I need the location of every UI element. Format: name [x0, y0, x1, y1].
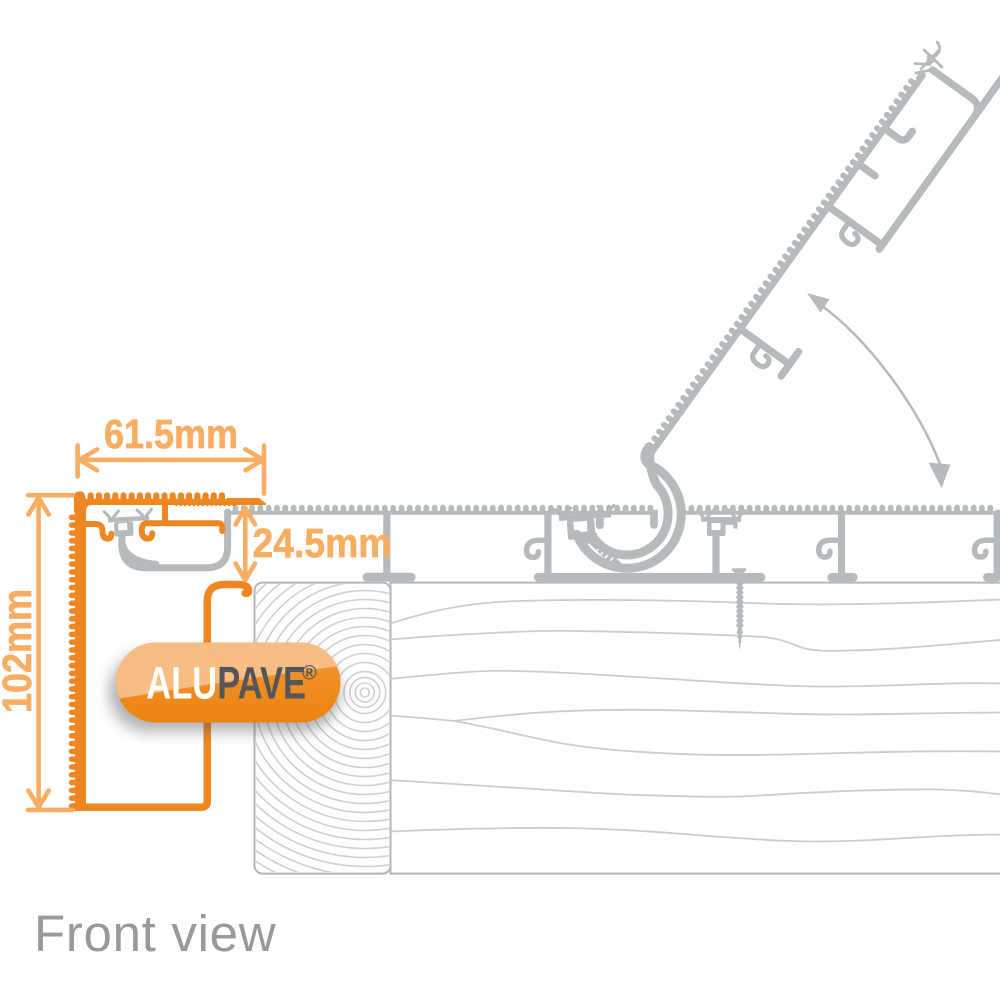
svg-text:ALUPAVE: ALUPAVE: [146, 659, 306, 708]
svg-text:102mm: 102mm: [0, 589, 40, 713]
svg-text:24.5mm: 24.5mm: [253, 520, 392, 566]
svg-text:Front view: Front view: [34, 905, 276, 962]
svg-text:®: ®: [302, 663, 317, 685]
svg-text:61.5mm: 61.5mm: [104, 411, 238, 457]
